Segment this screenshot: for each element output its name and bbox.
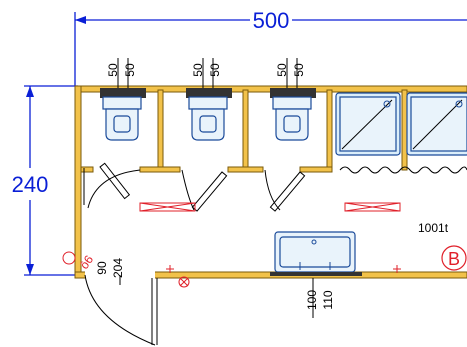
shower-tray-1 — [335, 92, 401, 156]
cubicle-door-2 — [181, 169, 228, 212]
toilet-3: 50 50 — [270, 58, 316, 141]
sink-height-b: 110 — [321, 290, 335, 309]
interior-partitions — [80, 89, 408, 173]
tank-label: 1001t — [418, 221, 449, 235]
toilet-1: 50 50 — [100, 58, 146, 141]
height-dimension-label: 240 — [12, 172, 49, 197]
toilet-1-supply-a: 50 — [106, 63, 120, 77]
width-dimension: 500 — [74, 8, 467, 86]
shower-tray-2 — [406, 92, 467, 156]
door-height: 204 — [111, 258, 125, 278]
cubicle-door-3 — [264, 169, 306, 212]
toilet-2-supply-a: 50 — [191, 63, 205, 77]
sink-height-a: 100 — [305, 290, 319, 310]
toilet-1-supply-b: 50 — [123, 63, 137, 77]
entrance-door: 90 204 — [84, 258, 158, 346]
width-dimension-label: 500 — [253, 8, 290, 33]
section-marker: B — [441, 245, 467, 271]
heater-2 — [344, 202, 401, 212]
toilet-2: 50 50 — [186, 58, 232, 141]
height-dimension: 240 — [12, 85, 78, 276]
cubicle-door-1 — [83, 162, 141, 209]
toilet-2-supply-b: 50 — [208, 63, 222, 77]
heater-1 — [139, 202, 196, 212]
door-width: 90 — [95, 261, 109, 275]
wash-basin: 100 110 — [270, 231, 362, 318]
shower-curtain — [339, 166, 467, 174]
toilet-3-supply-a: 50 — [275, 63, 289, 77]
toilet-3-supply-b: 50 — [292, 63, 306, 77]
section-marker-label: B — [448, 249, 460, 269]
